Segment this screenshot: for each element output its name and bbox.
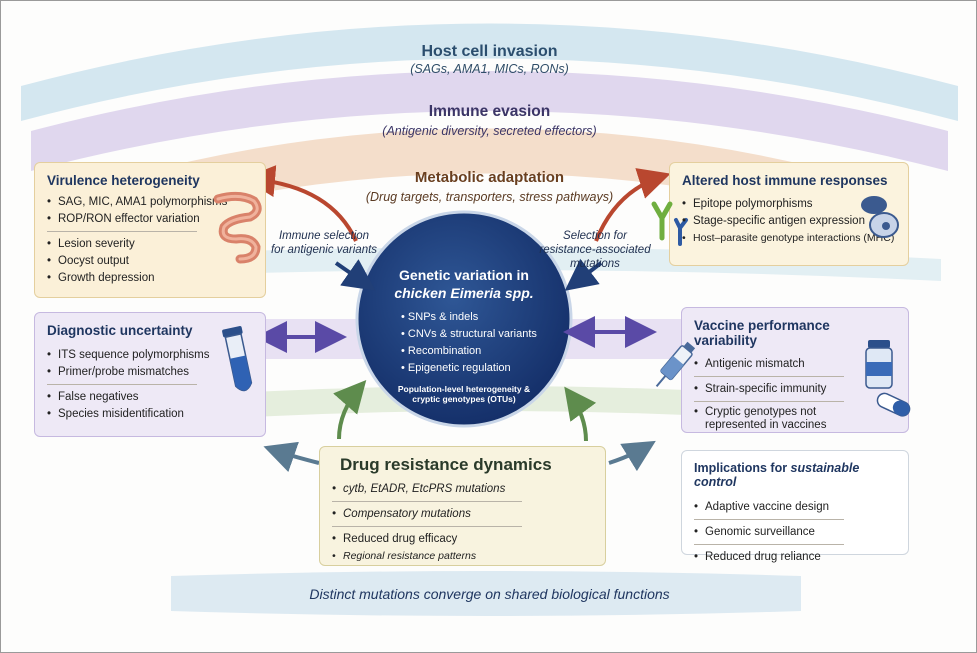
intestine-icon xyxy=(213,191,262,264)
divider xyxy=(332,526,522,527)
center-item: • SNPs & indels xyxy=(401,311,479,323)
list-item: Oocyst output xyxy=(47,253,253,270)
band-title-metabolic: Metabolic adaptation xyxy=(414,169,565,186)
band-subtitle-immune-evasion: (Antigenic diversity, secreted effectors… xyxy=(382,124,597,138)
diagnostic-list-2: False negatives Species misidentificatio… xyxy=(47,389,253,423)
drug-box: Drug resistance dynamics cytb, EtADR, Et… xyxy=(319,446,606,566)
center-item: • Epigenetic regulation xyxy=(401,362,511,374)
center-items: • SNPs & indels • CNVs & structural vari… xyxy=(401,309,557,377)
test-tube-icon xyxy=(222,326,253,392)
virulence-title: Virulence heterogeneity xyxy=(47,173,200,188)
vaccine-box: Vaccine performance variability Antigeni… xyxy=(655,307,911,433)
host-immune-list: Epitope polymorphisms Stage-specific ant… xyxy=(682,196,896,247)
arrow-slate-left xyxy=(263,441,320,473)
center-title-line2: chicken Eimeria spp. xyxy=(394,285,534,301)
arrow-to-virulence xyxy=(243,165,358,242)
band-immune-evasion xyxy=(31,71,948,171)
drug-list: cytb, EtADR, EtcPRS mutations Compensato… xyxy=(332,481,593,565)
list-item: cytb, EtADR, EtcPRS mutations xyxy=(332,481,593,498)
list-item: ROP/RON effector variation xyxy=(47,211,253,228)
list-item: Primer/probe mismatches xyxy=(47,364,253,381)
arrow-immune-selection xyxy=(334,259,376,291)
implications-list: Adaptive vaccine design Genomic surveill… xyxy=(694,499,896,566)
divider xyxy=(47,231,197,232)
implications-title: Implications for sustainable control xyxy=(694,461,860,489)
footer-caption: Distinct mutations converge on shared bi… xyxy=(309,586,670,602)
list-item: Compensatory mutations xyxy=(332,506,593,523)
list-item: Species misidentification xyxy=(47,406,253,423)
arrow-to-host-immune xyxy=(594,168,671,242)
list-item: ITS sequence polymorphisms xyxy=(47,347,253,364)
list-item: Cryptic genotypes not represented in vac… xyxy=(694,406,874,432)
center-item: • Recombination xyxy=(401,345,482,357)
center-content: Genetic variation in chicken Eimeria spp… xyxy=(371,266,557,404)
diagnostic-title: Diagnostic uncertainty xyxy=(47,323,193,338)
band-subtitle-host-invasion: (SAGs, AMA1, MICs, RONs) xyxy=(410,62,569,76)
list-item: Growth depression xyxy=(47,270,253,287)
list-item: Strain-specific immunity xyxy=(694,381,874,398)
virulence-list-2: Lesion severity Oocyst output Growth dep… xyxy=(47,236,253,287)
list-item: False negatives xyxy=(47,389,253,406)
list-item: SAG, MIC, AMA1 polymorphisms xyxy=(47,194,253,211)
center-title-line1: Genetic variation in xyxy=(399,267,529,283)
band-subtitle-metabolic: (Drug targets, transporters, stress path… xyxy=(365,190,614,204)
footer-band xyxy=(171,571,801,616)
drug-title: Drug resistance dynamics xyxy=(340,455,552,474)
center-item: • CNVs & structural variants xyxy=(401,328,537,340)
virulence-box: Virulence heterogeneity SAG, MIC, AMA1 p… xyxy=(34,162,266,298)
divider xyxy=(694,376,844,377)
arrow-drug-right xyxy=(564,386,597,442)
divider xyxy=(694,519,844,520)
arrow-slate-right xyxy=(608,440,656,472)
band-metabolic xyxy=(111,128,868,226)
diagnostic-list-1: ITS sequence polymorphisms Primer/probe … xyxy=(47,347,253,381)
vaccine-list: Antigenic mismatch Strain-specific immun… xyxy=(694,356,874,432)
vaccine-title: Vaccine performance variability xyxy=(694,318,830,348)
arrow-drug-left xyxy=(333,379,367,440)
list-item: Genomic surveillance xyxy=(694,524,896,541)
host-immune-title: Altered host immune responses xyxy=(682,173,888,188)
list-item: Adaptive vaccine design xyxy=(694,499,896,516)
band-host-invasion xyxy=(21,23,958,121)
label-immune-selection: Immune selection for antigenic variants xyxy=(270,230,378,256)
list-item: Lesion severity xyxy=(47,236,253,253)
divider xyxy=(694,401,844,402)
list-item: Antigenic mismatch xyxy=(694,356,874,373)
divider xyxy=(332,501,522,502)
list-item: Reduced drug reliance xyxy=(694,549,896,566)
arrow-resistance-selection xyxy=(564,258,603,291)
virulence-list-1: SAG, MIC, AMA1 polymorphisms ROP/RON eff… xyxy=(47,194,253,228)
list-item: Host–parasite genotype interactions (MHC… xyxy=(682,230,896,247)
cell-icon xyxy=(861,196,899,238)
divider xyxy=(694,544,844,545)
band-title-immune-evasion: Immune evasion xyxy=(428,103,551,120)
syringe-icon xyxy=(655,341,696,388)
center-footer: Population-level heterogeneity & cryptic… xyxy=(397,384,531,404)
diagnostic-box: Diagnostic uncertainty ITS sequence poly… xyxy=(34,312,266,437)
vial-and-pill-icon xyxy=(865,340,911,417)
host-immune-box: Altered host immune responses Epitope po… xyxy=(651,162,909,266)
label-resistance-selection: Selection for resistance-associated muta… xyxy=(539,230,651,270)
divider xyxy=(47,384,197,385)
list-item: Stage-specific antigen expression xyxy=(682,213,896,230)
implications-box: Implications for sustainable control Ada… xyxy=(681,450,909,566)
list-item: Regional resistance patterns xyxy=(332,548,593,565)
list-item: Epitope polymorphisms xyxy=(682,196,896,213)
band-title-host-invasion: Host cell invasion xyxy=(421,43,558,60)
list-item: Reduced drug efficacy xyxy=(332,531,593,548)
